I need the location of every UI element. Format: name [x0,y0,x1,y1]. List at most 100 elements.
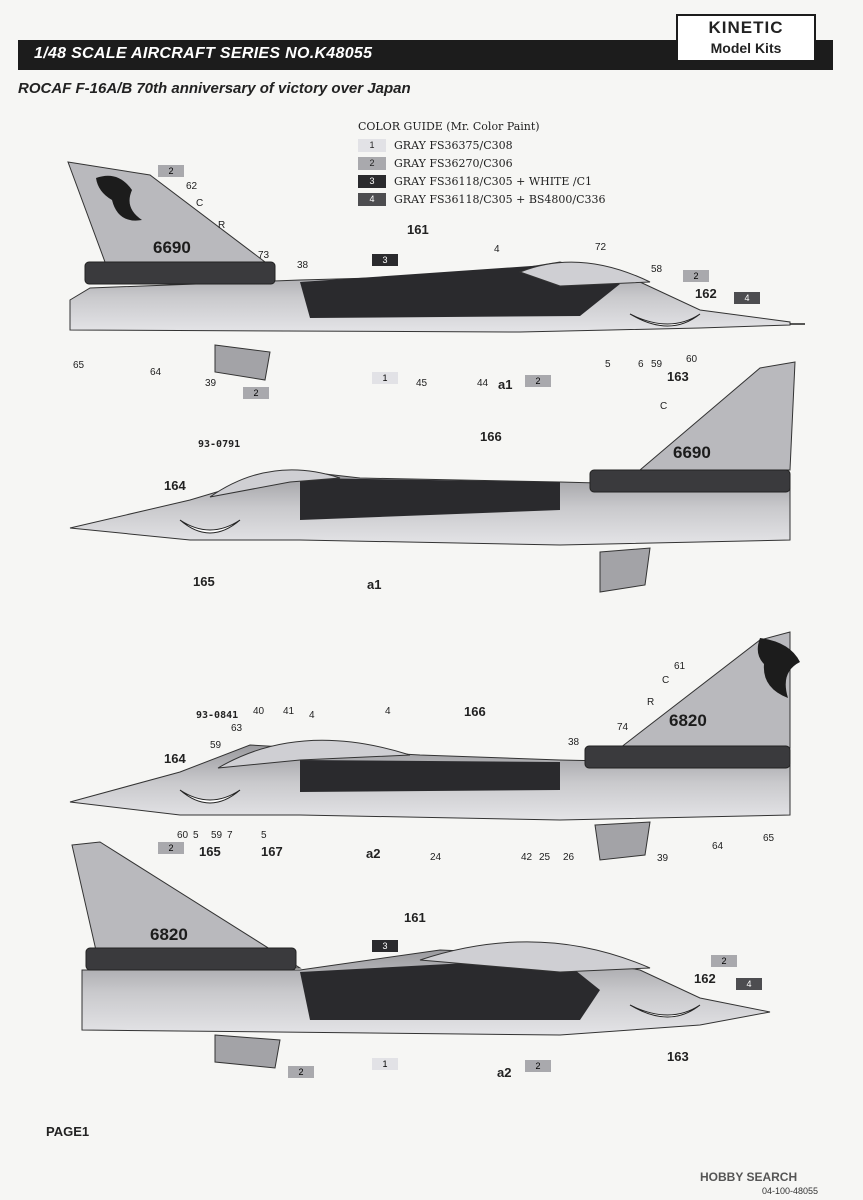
ventral-fin [599,547,651,593]
callout: 45 [416,378,428,389]
series-title: 1/48 SCALE AIRCRAFT SERIES NO.K48055 [34,45,373,62]
tail-emblem [96,175,142,221]
color-swatch-4: 4 [358,192,386,206]
callout: 167 [261,844,283,859]
serial-number: 93-0841 [196,710,238,721]
callout: 165 [199,844,221,859]
color-guide-row-3: 3 GRAY FS36118/C305 + WHITE /C1 [358,172,606,190]
paint-chip-label: 2 [168,843,173,853]
paint-chip [683,270,709,282]
callout: 164 [164,478,186,493]
paint-chip [243,387,269,399]
callout: 64 [712,841,724,852]
ventral-fin [594,821,651,861]
callout: 162 [695,286,717,301]
paint-chip-label: 1 [382,1059,387,1069]
paint-chip-label: 2 [693,271,698,281]
color-swatch-3: 3 [358,174,386,188]
callout: 163 [667,1049,689,1064]
paint-chip [372,1058,398,1070]
part-number: 04-100-48055 [762,1186,819,1196]
upper-pod [589,469,791,493]
callout: 63 [231,723,243,734]
callout: a2 [497,1065,511,1080]
paint-chip-label: 1 [382,373,387,383]
paint-chip-label: 2 [253,388,258,398]
upper-pod [85,947,297,971]
callout: 59 [211,830,223,841]
callout: 24 [430,852,442,863]
callout: 166 [480,429,502,444]
paint-chip [525,375,551,387]
kinetic-logo: KINETIC Model Kits [676,14,816,62]
callout: 59 [651,359,663,370]
callout: 5 [193,830,199,841]
aircraft-view-1: 6690 2 3 2 4 1 2 2 62 C R 73 38 161 4 72… [67,161,805,399]
callout: 42 [521,852,533,863]
callout: 39 [205,378,217,389]
callout: 73 [258,250,270,261]
paint-chip [711,955,737,967]
callout: 59 [210,740,222,751]
callout: 38 [297,260,309,271]
color-label-1: GRAY FS36375/C308 [394,138,513,152]
callout: R [218,220,225,231]
callout: 41 [283,706,295,717]
paint-chip [372,254,398,266]
callout: 62 [186,181,198,192]
paint-chip-label: 3 [382,255,387,265]
page-label: PAGE1 [46,1124,90,1139]
shark-mouth [629,1004,701,1018]
callout: 39 [657,853,669,864]
paint-chip-label: 2 [298,1067,303,1077]
callout: 166 [464,704,486,719]
dark-spine [300,958,600,1020]
tail-emblem [757,638,800,698]
color-guide-row-4: 4 GRAY FS36118/C305 + BS4800/C336 [358,190,606,208]
callout: 162 [694,971,716,986]
canopy [518,261,651,287]
callout: 60 [686,354,698,365]
logo-sub: Model Kits [710,40,782,56]
paint-chip-label: 4 [744,293,749,303]
tail-number: 6690 [673,443,711,462]
paint-chip [525,1060,551,1072]
paint-chip-label: 2 [535,376,540,386]
paint-chip-label: 2 [535,1061,540,1071]
shark-mouth [179,519,241,534]
callout: 65 [763,833,775,844]
serial-number: 93-0791 [198,439,240,450]
tail-fin [71,841,302,969]
callout: a1 [367,577,381,592]
callout: 165 [193,574,215,589]
paint-chip-label: 2 [721,956,726,966]
paint-chip [372,372,398,384]
callout: 38 [568,737,580,748]
color-guide: COLOR GUIDE (Mr. Color Paint) 1 GRAY FS3… [358,120,606,208]
callout: 4 [385,706,391,717]
paint-chip [158,842,184,854]
callout: 58 [651,264,663,275]
paint-chip [734,292,760,304]
upper-pod [584,745,791,769]
shark-mouth [179,789,241,804]
color-label-4: GRAY FS36118/C305 + BS4800/C336 [394,192,606,206]
tail-number: 6690 [153,238,191,257]
callout: 64 [150,367,162,378]
paint-chip-label: 2 [168,166,173,176]
callout: 161 [404,910,426,925]
color-swatch-2: 2 [358,156,386,170]
paint-chip [736,978,762,990]
callout: 7 [227,830,233,841]
shark-mouth [629,313,701,327]
callout: 26 [563,852,575,863]
tail-fin [638,361,796,471]
callout: 161 [407,222,429,237]
color-guide-row-2: 2 GRAY FS36270/C306 [358,154,606,172]
aircraft-view-4: 6820 2 3 2 4 2 1 2 161 162 163 a2 [71,841,771,1080]
callout: 65 [73,360,85,371]
callout: a1 [498,377,512,392]
callout: C [196,198,203,209]
callout: 40 [253,706,265,717]
callout: 44 [477,378,489,389]
